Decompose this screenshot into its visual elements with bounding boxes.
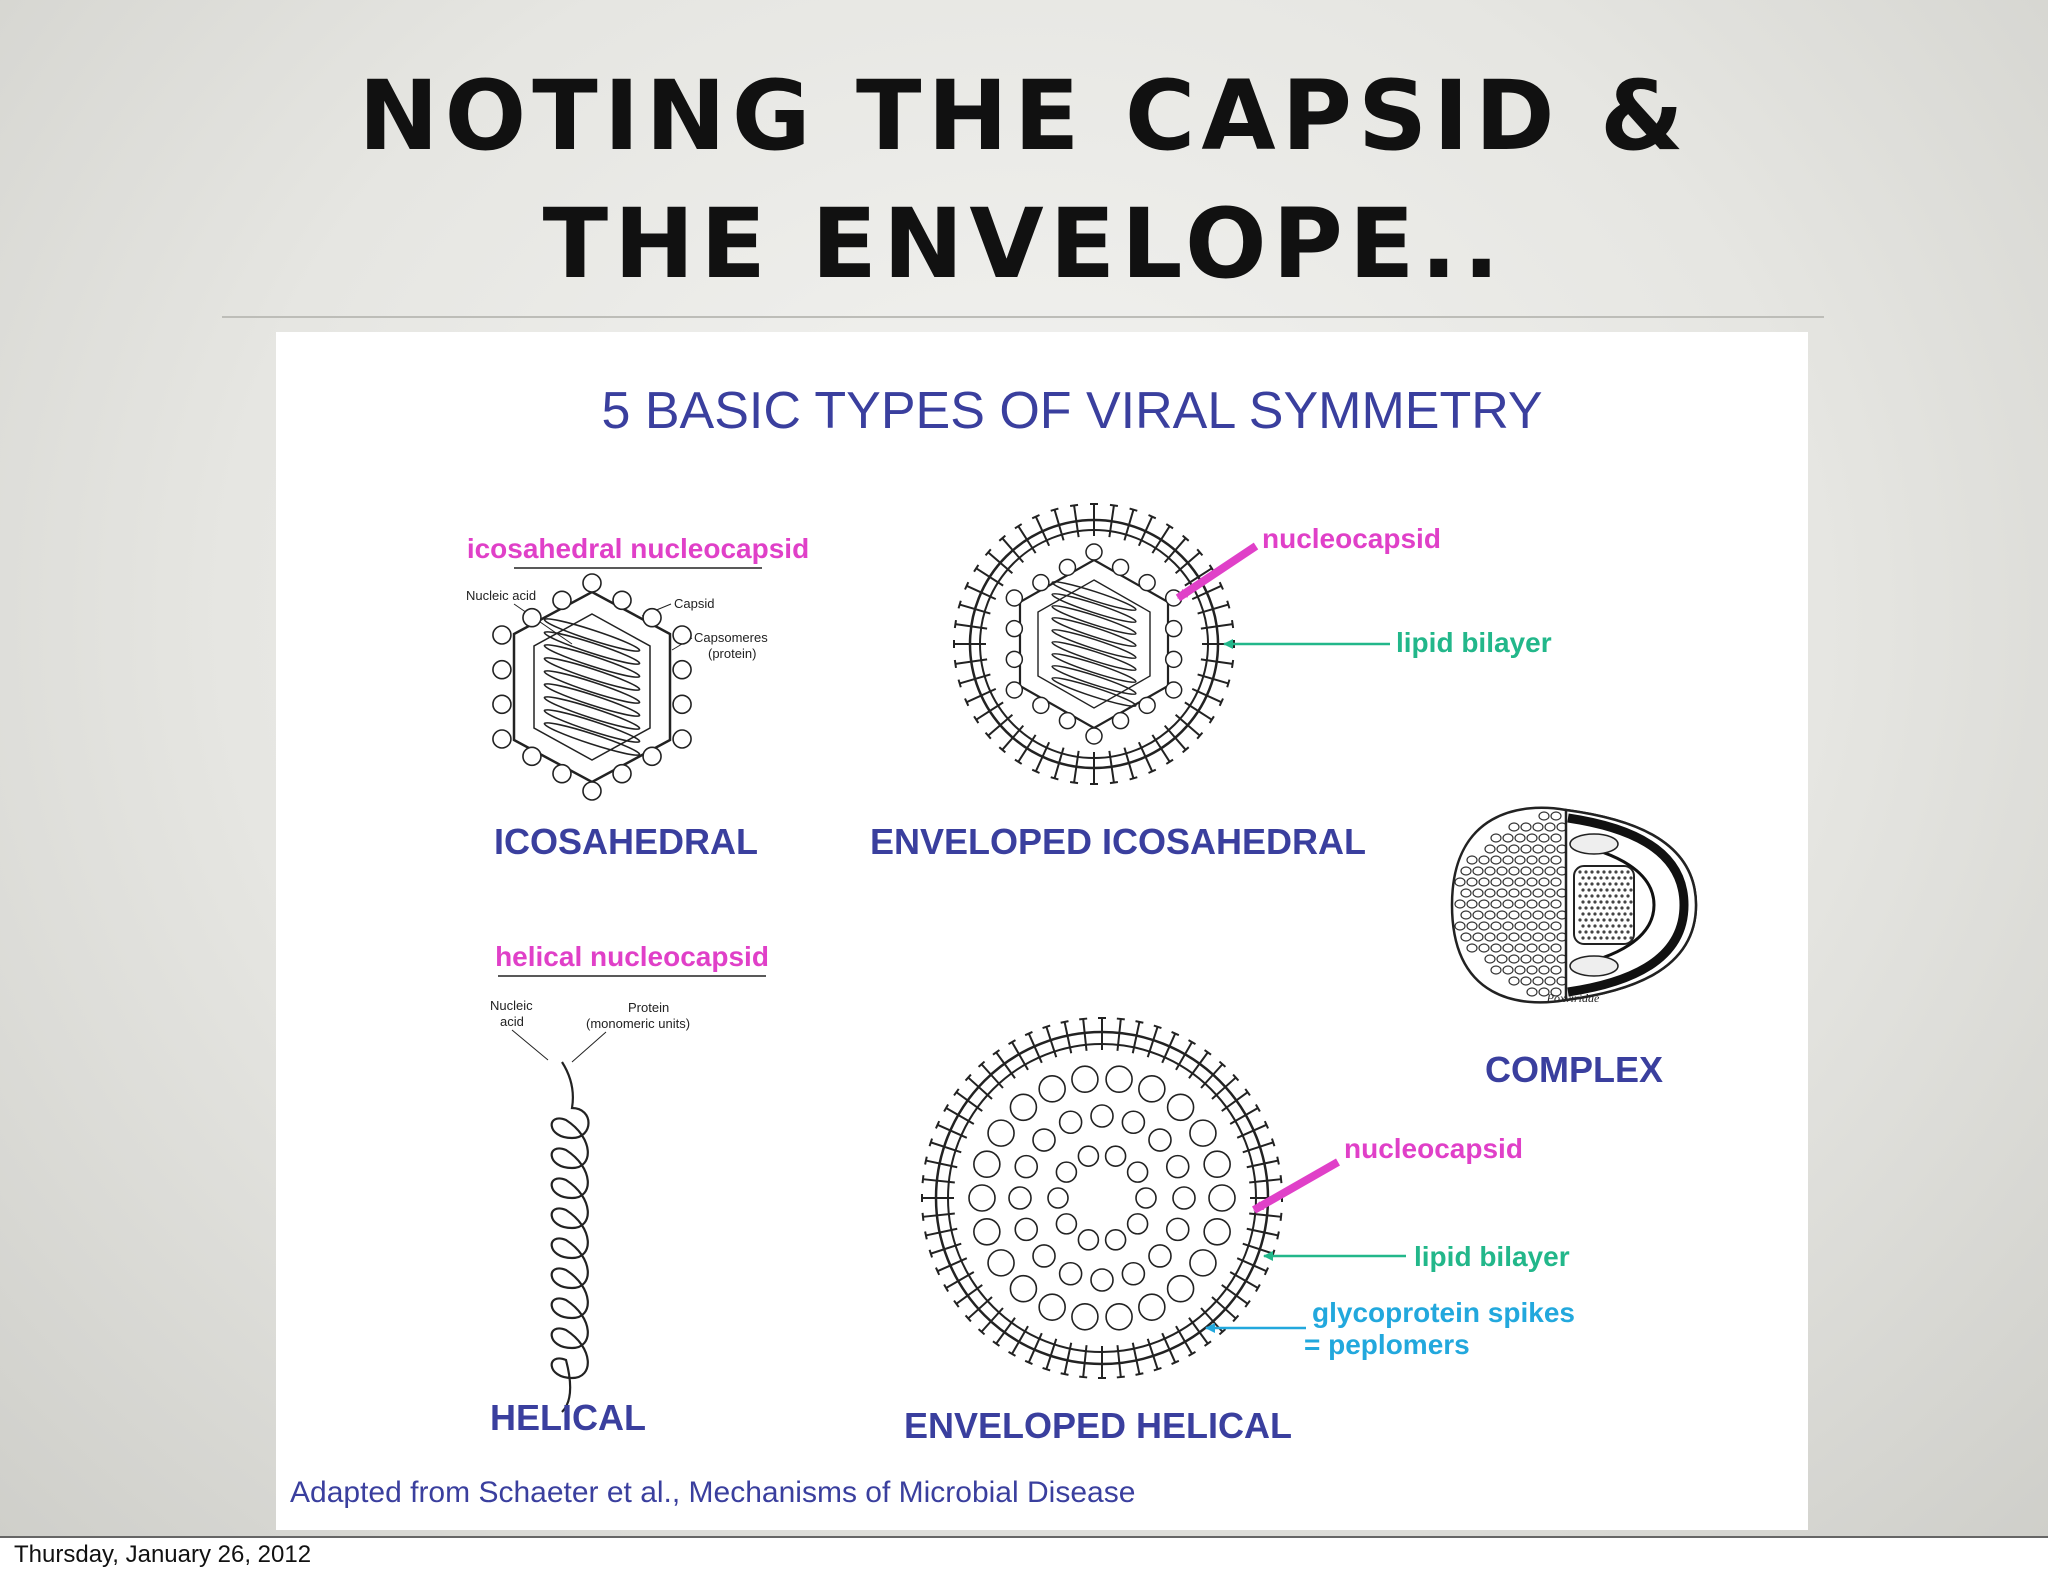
icosahedral-nucleic-acid-coil <box>543 618 641 756</box>
type-label-helical: HELICAL <box>490 1397 646 1438</box>
slide-title-line-1: NOTING THE CAPSID & <box>358 60 1690 172</box>
icosahedral-capsid-drawing <box>492 573 692 801</box>
icosahedral-group: icosahedral nucleocapsid Nucleic acid Ca… <box>466 533 809 862</box>
complex-group: Poxviridae COMPLEX <box>1450 806 1698 1090</box>
enveloped-icosahedral-drawing <box>953 503 1235 785</box>
label-lipid-bilayer-1: lipid bilayer <box>1396 627 1552 658</box>
label-nucleic: Nucleic <box>490 998 533 1013</box>
enveloped-icosahedral-nucleic-acid-coil <box>1051 580 1137 708</box>
bottom-bar <box>0 1536 2048 1578</box>
viral-symmetry-diagram: 5 BASIC TYPES OF VIRAL SYMMETRY icosahed… <box>290 382 1698 1509</box>
label-nucleocapsid-2: nucleocapsid <box>1344 1133 1523 1164</box>
poxvirus-surface-texture <box>1454 811 1568 997</box>
capsomere-dots <box>492 573 692 801</box>
enveloped-helical-group: nucleocapsid lipid bilayer glycoprotein … <box>904 1017 1575 1446</box>
slide-title-line-2: THE ENVELOPE.. <box>542 188 1506 300</box>
label-lipid-bilayer-2: lipid bilayer <box>1414 1241 1570 1272</box>
type-label-enveloped-helical: ENVELOPED HELICAL <box>904 1405 1292 1446</box>
helical-heading: helical nucleocapsid <box>495 941 769 972</box>
arrow-nucleocapsid-2 <box>1252 1158 1340 1214</box>
type-label-enveloped-icosahedral: ENVELOPED ICOSAHEDRAL <box>870 821 1366 862</box>
title-divider <box>222 316 1824 318</box>
figure-title: 5 BASIC TYPES OF VIRAL SYMMETRY <box>601 382 1542 440</box>
enveloped-helical-drawing <box>921 1017 1283 1379</box>
label-protein: Protein <box>628 1000 669 1015</box>
capsomere-dots <box>1005 543 1183 745</box>
glycoprotein-spikes <box>921 1017 1283 1379</box>
poxvirus-drawing <box>1450 806 1698 1004</box>
slide-title: NOTING THE CAPSID & THE ENVELOPE.. <box>0 52 2048 308</box>
helical-nucleocapsid-coil <box>550 1061 590 1413</box>
label-nucleocapsid-1: nucleocapsid <box>1262 523 1441 554</box>
icosahedral-heading: icosahedral nucleocapsid <box>467 533 809 564</box>
poxvirus-core-stipple <box>1578 870 1633 940</box>
label-poxviridae: Poxviridae <box>1546 991 1600 1005</box>
label-peplomers: = peplomers <box>1304 1329 1470 1360</box>
label-glycoprotein-spikes: glycoprotein spikes <box>1312 1297 1575 1328</box>
helical-group: helical nucleocapsid Nucleic acid Protei… <box>490 941 769 1438</box>
label-capsomeres: Capsomeres <box>694 630 768 645</box>
label-capsomeres-protein: (protein) <box>708 646 756 661</box>
slide: NOTING THE CAPSID & THE ENVELOPE.. 5 BAS… <box>0 0 2048 1536</box>
label-nucleic-acid: Nucleic acid <box>466 588 536 603</box>
footer-date: Thursday, January 26, 2012 <box>14 1541 312 1568</box>
envelope-spikes <box>953 503 1235 785</box>
label-capsid: Capsid <box>674 596 714 611</box>
arrow-nucleocapsid-1 <box>1175 542 1259 602</box>
type-label-complex: COMPLEX <box>1485 1049 1663 1090</box>
enveloped-icosahedral-group: nucleocapsid lipid bilayer ENVELOPED ICO… <box>870 503 1552 862</box>
type-label-icosahedral: ICOSAHEDRAL <box>494 821 758 862</box>
label-acid: acid <box>500 1014 524 1029</box>
label-monomeric-units: (monomeric units) <box>586 1016 690 1031</box>
viral-symmetry-figure: 5 BASIC TYPES OF VIRAL SYMMETRY icosahed… <box>276 332 1808 1530</box>
figure-credit: Adapted from Schaeter et al., Mechanisms… <box>290 1476 1135 1509</box>
enveloped-helical-nucleocapsid-coil <box>968 1065 1236 1331</box>
